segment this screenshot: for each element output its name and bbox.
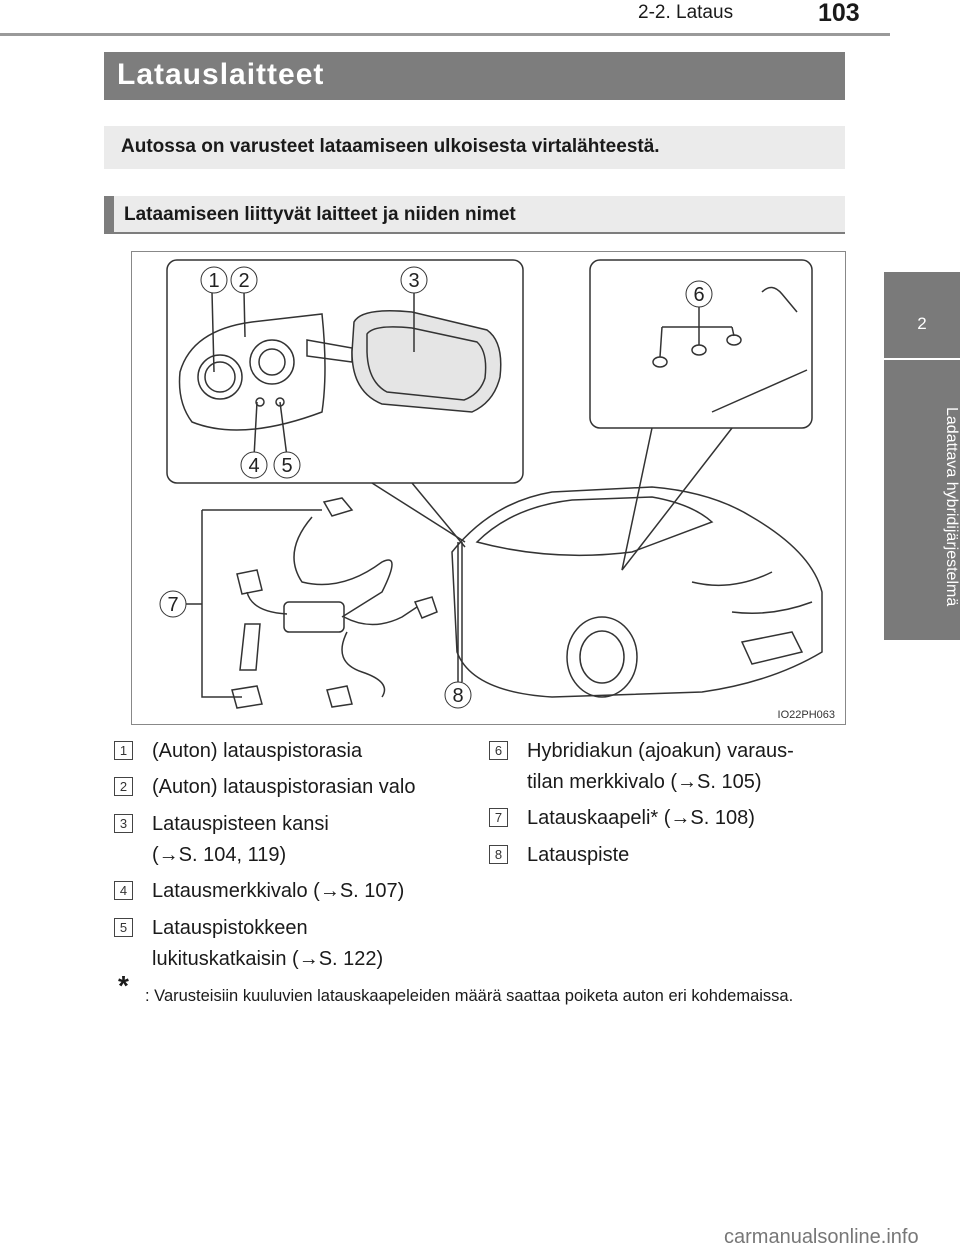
subheading-accent-bar xyxy=(104,196,114,232)
callout-8: 8 xyxy=(445,682,471,708)
charging-equipment-illustration: 1 2 3 4 5 6 7 8 IO22PH063 xyxy=(131,251,846,725)
legend-text: Latauskaapeli* (→S. 108) xyxy=(527,803,755,834)
callout-5: 5 xyxy=(274,452,300,478)
running-header-section: 2-2. Lataus xyxy=(638,2,733,24)
legend-text: (Auton) latauspistorasian valo xyxy=(152,772,415,803)
svg-text:7: 7 xyxy=(167,594,178,616)
charging-inlet-drawing xyxy=(180,311,501,430)
legend-number: 1 xyxy=(114,741,133,760)
footnote-asterisk: * xyxy=(118,974,129,998)
figure-code: IO22PH063 xyxy=(778,709,835,721)
page-title-banner: Latauslaitteet xyxy=(104,52,845,100)
intro-box: Autossa on varusteet lataamiseen ulkoise… xyxy=(104,126,845,169)
watermark: carmanualsonline.info xyxy=(724,1226,919,1249)
legend-number: 4 xyxy=(114,881,133,900)
callout-1: 1 xyxy=(201,267,227,293)
section-subheading: Lataamiseen liittyvät laitteet ja niiden… xyxy=(104,196,845,234)
callout-4: 4 xyxy=(241,452,267,478)
svg-text:4: 4 xyxy=(248,455,259,477)
legend-number: 3 xyxy=(114,814,133,833)
chapter-number: 2 xyxy=(884,314,960,334)
chapter-side-tab: 2 Ladattava hybridijärjestelmä xyxy=(884,272,960,640)
subheading-text: Lataamiseen liittyvät laitteet ja niiden… xyxy=(124,204,516,226)
charging-cable-drawing xyxy=(184,498,437,708)
legend-number: 8 xyxy=(489,845,508,864)
legend-number: 2 xyxy=(114,777,133,796)
callout-7: 7 xyxy=(160,591,186,617)
chapter-tab-divider xyxy=(884,358,960,360)
svg-text:6: 6 xyxy=(693,284,704,306)
legend-number: 5 xyxy=(114,918,133,937)
chapter-title: Ladattava hybridijärjestelmä xyxy=(884,382,960,632)
callout-2: 2 xyxy=(231,267,257,293)
legend-number: 6 xyxy=(489,741,508,760)
legend-text: Hybridiakun (ajoakun) varaus-tilan merkk… xyxy=(527,736,794,798)
footnote-text: : Varusteisiin kuuluvien latauskaapeleid… xyxy=(145,984,845,1008)
page-title: Latauslaitteet xyxy=(117,58,324,92)
callout-6: 6 xyxy=(686,281,712,307)
legend-text: Latauspisteen kansi(→S. 104, 119) xyxy=(152,809,329,871)
svg-text:8: 8 xyxy=(452,685,463,707)
car-drawing xyxy=(452,487,822,697)
illustration-drawing: 1 2 3 4 5 6 7 8 xyxy=(132,252,846,725)
intro-text: Autossa on varusteet lataamiseen ulkoise… xyxy=(121,136,660,158)
legend-number: 7 xyxy=(489,808,508,827)
svg-text:2: 2 xyxy=(238,270,249,292)
svg-text:5: 5 xyxy=(281,455,292,477)
svg-text:1: 1 xyxy=(208,270,219,292)
pointer-line xyxy=(412,483,465,547)
legend-text: Latauspiste xyxy=(527,840,629,871)
callout-3: 3 xyxy=(401,267,427,293)
page-number: 103 xyxy=(818,0,860,28)
indicator-lights-drawing xyxy=(653,287,807,412)
header-divider xyxy=(0,33,890,36)
legend-text: (Auton) latauspistorasia xyxy=(152,736,362,767)
legend-text: Latausmerkkivalo (→S. 107) xyxy=(152,876,404,907)
svg-text:3: 3 xyxy=(408,270,419,292)
